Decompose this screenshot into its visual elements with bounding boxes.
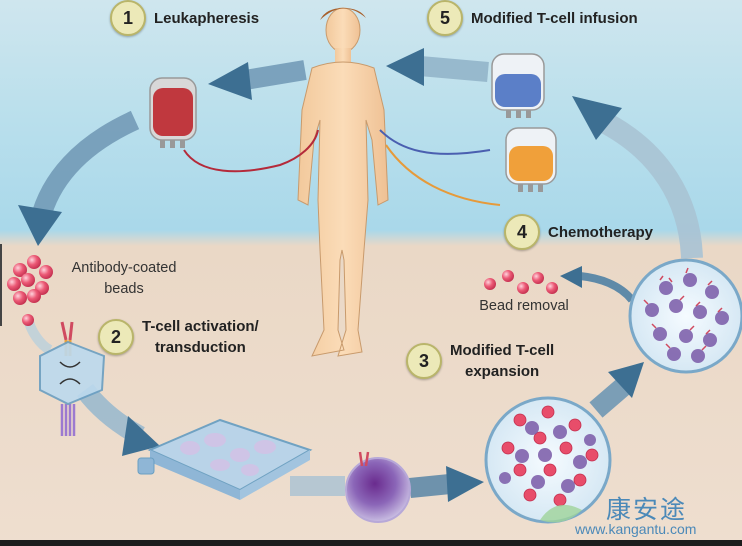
flow-arrow-expansion-up [589,362,644,418]
bead-cluster-icon [7,255,53,326]
step-2-label: T-cell activation/ transduction [142,316,259,358]
human-figure-icon [297,7,389,357]
beads-label-line2: beads [104,281,144,297]
step-4-chemotherapy: 4 Chemotherapy [504,214,653,250]
step-2-activation: 2 T-cell activation/ transduction [98,316,259,358]
blood-bag-icon [149,77,197,148]
step-1-badge: 1 [110,0,146,36]
step-5-label: Modified T-cell infusion [471,9,638,27]
step-1-leukapheresis: 1 Leukapheresis [110,0,259,36]
step-2-label-line1: T-cell activation/ [142,318,259,335]
step-4-badge: 4 [504,214,540,250]
step-3-label-line1: Modified T-cell [450,342,555,359]
blood-tube [183,129,319,173]
flow-arrow-cell-to-expansion [409,466,484,502]
step-3-badge: 3 [406,343,442,379]
step-4-label: Chemotherapy [548,223,654,241]
flow-arrow-bag-to-human [386,48,489,86]
removed-beads-icon [484,270,558,294]
watermark-leaf-icon [540,504,582,523]
flow-arrow-transduction-to-flask [77,383,160,456]
culture-flask-icon [137,418,313,500]
bead-removal-label: Bead removal [479,298,569,314]
step-2-label-line2: transduction [154,339,246,356]
step-2-badge: 2 [98,319,134,355]
magnified-cells-icon [484,396,612,524]
flow-arrow-expansion-to-infusion [572,96,703,259]
chemo-bag-icon [505,127,557,192]
t-cell-icon [345,451,411,523]
magnified-expanded-cells-icon [628,258,742,374]
beads-label: Antibody-coated beads [54,258,194,300]
infusion-tube [379,129,491,155]
step-3-label-line2: expansion [465,363,540,380]
hexagon-crystal-icon [39,340,106,406]
step-3-label: Modified T-cell expansion [450,340,554,382]
step-5-badge: 5 [427,0,463,36]
chemo-tube [385,144,501,206]
flow-arrow-bag-to-beads [18,110,140,246]
watermark-url: www.kangantu.com [575,521,697,537]
step-5-infusion: 5 Modified T-cell infusion [427,0,638,36]
left-edge-marker [0,244,2,326]
step-3-expansion: 3 Modified T-cell expansion [406,340,554,382]
watermark-chinese: 康安途 [606,495,688,524]
flow-arrow-human-to-bag [208,60,307,100]
infusion-bag-icon [491,53,545,118]
step-1-label: Leukapheresis [154,9,260,27]
beads-label-line1: Antibody-coated [71,260,177,276]
flow-arrow-bead-removal [560,266,636,303]
bottom-bar [0,540,742,546]
